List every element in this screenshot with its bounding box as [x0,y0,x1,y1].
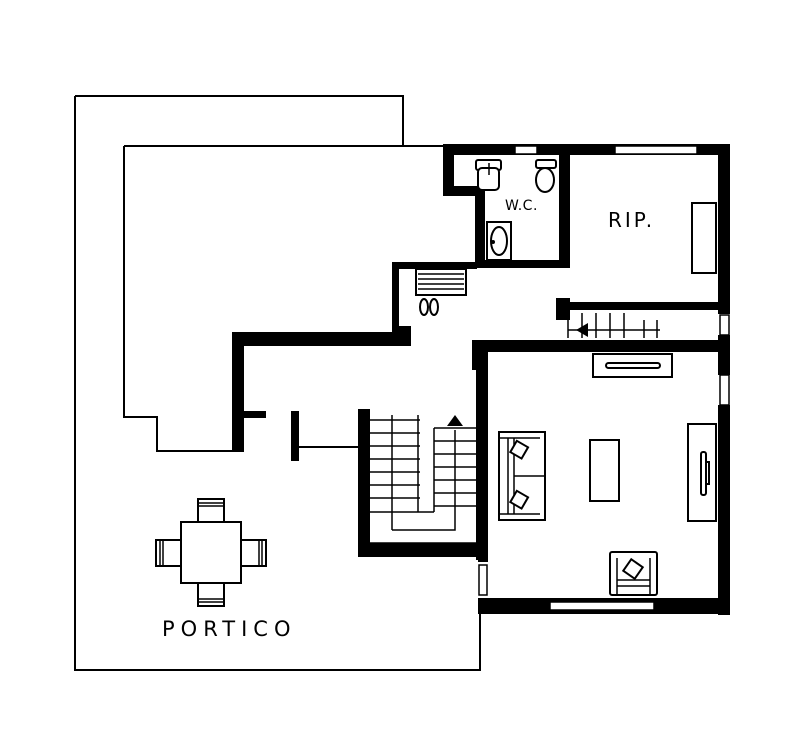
room-label-portico: PORTICO [162,617,297,641]
shelf-icon [691,202,717,274]
portico-outline [74,95,481,671]
window-right-1 [719,314,730,336]
window-rip [614,145,698,155]
chair-icon [197,498,225,523]
shoe-rack-icon [415,268,467,296]
slippers-icon [419,298,439,316]
window-right-2 [719,374,730,406]
room-label-rip: RIP. [608,208,656,232]
staircase-icon [370,415,476,544]
window-living-left [478,564,488,596]
chair-icon [197,582,225,607]
windows [478,145,730,611]
room-label-wc: W.C. [505,198,538,214]
window-living-bottom [549,601,655,611]
walls [232,144,730,615]
arrow-up-icon [447,415,463,426]
sofa-icon [498,431,546,521]
small-stair-icon [567,313,660,338]
arrow-left-icon [576,323,588,337]
toilet-icon [535,159,557,169]
window-wc [514,145,538,155]
wc-fixtures [475,159,557,261]
tv-cabinet-icon [687,423,717,522]
coffee-table-icon [589,439,620,502]
dining-table-icon [155,498,267,607]
living-furniture [498,353,717,596]
armchair-icon [609,551,658,596]
